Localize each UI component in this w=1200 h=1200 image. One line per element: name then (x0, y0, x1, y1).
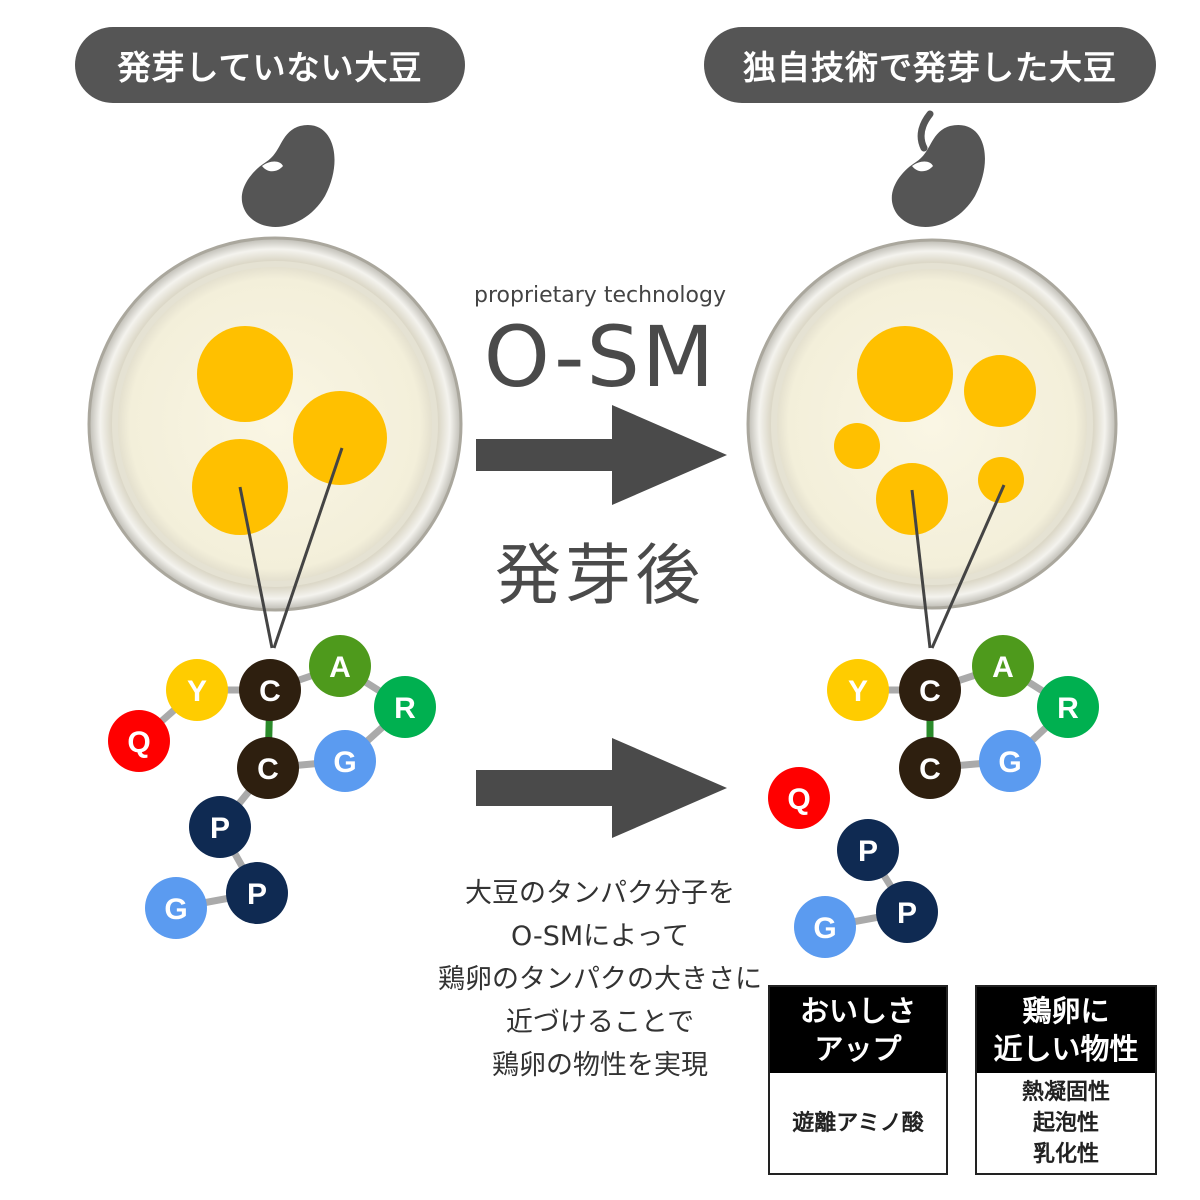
svg-text:Q: Q (127, 726, 150, 759)
svg-text:P: P (897, 897, 917, 930)
amino-acid-G: G (794, 896, 856, 958)
description-line: 鶏卵のタンパクの大きさに (438, 964, 762, 995)
amino-acid-C: C (899, 659, 961, 721)
amino-acid-C: C (239, 659, 301, 721)
description-line: O-SMによって (510, 921, 690, 952)
svg-text:A: A (992, 651, 1014, 684)
amino-acid-R: R (374, 676, 436, 738)
amino-acid-Y: Y (827, 659, 889, 721)
svg-text:Y: Y (848, 675, 868, 708)
amino-acid-Y: Y (166, 659, 228, 721)
amino-acid-G: G (979, 730, 1041, 792)
svg-text:P: P (210, 812, 230, 845)
svg-text:C: C (259, 675, 281, 708)
after-germination-label: 発芽後 (495, 537, 705, 614)
petri-dish-left (87, 236, 463, 649)
amino-acid-P: P (226, 862, 288, 924)
protein-particle (857, 326, 953, 422)
description-line: 大豆のタンパク分子を (465, 878, 735, 909)
protein-particle (197, 326, 293, 422)
amino-acid-A: A (972, 635, 1034, 697)
svg-text:G: G (998, 746, 1021, 779)
amino-acid-Q: Q (108, 710, 170, 772)
technology-subtitle: proprietary technology (474, 283, 726, 308)
svg-text:R: R (394, 692, 416, 725)
svg-text:A: A (329, 651, 351, 684)
benefit-title-line: おいしさ (799, 994, 916, 1028)
svg-text:C: C (257, 753, 279, 786)
technology-name: O-SM (483, 308, 717, 406)
label-pill-sprouted: 独自技術で発芽した大豆 (704, 27, 1156, 103)
benefit-box-taste: おいしさ アップ 遊離アミノ酸 (768, 985, 948, 1175)
amino-acid-A: A (309, 635, 371, 697)
protein-particle (978, 457, 1024, 503)
svg-text:P: P (858, 835, 878, 868)
svg-text:P: P (247, 878, 267, 911)
right-arrow-icon (476, 738, 727, 838)
right-arrow-icon (476, 405, 727, 505)
svg-text:R: R (1057, 692, 1079, 725)
sprouted-title: 独自技術で発芽した大豆 (743, 48, 1117, 87)
description-text: 大豆のタンパク分子を O-SMによって 鶏卵のタンパクの大きさに 近づけることで… (420, 872, 780, 1087)
svg-text:C: C (919, 675, 941, 708)
benefit-box-header: おいしさ アップ (770, 987, 946, 1073)
benefit-box-body: 熱凝固性 起泡性 乳化性 (977, 1073, 1155, 1173)
amino-acid-C: C (237, 737, 299, 799)
benefit-title-line: 近しい物性 (993, 1032, 1139, 1066)
amino-acid-G: G (314, 730, 376, 792)
benefit-title-line: 鶏卵に (1022, 994, 1110, 1028)
svg-text:Y: Y (187, 675, 207, 708)
soybean-icon (241, 124, 335, 227)
benefit-item: 遊離アミノ酸 (792, 1110, 924, 1136)
benefit-item: 乳化性 (1032, 1141, 1099, 1167)
label-pill-unsprouted: 発芽していない大豆 (75, 27, 465, 103)
svg-text:C: C (919, 753, 941, 786)
amino-acid-R: R (1037, 676, 1099, 738)
protein-particle (834, 423, 880, 469)
petri-dish-right (746, 238, 1118, 649)
amino-acid-P: P (189, 796, 251, 858)
sprouted-soybean-icon (891, 110, 985, 227)
amino-acid-P: P (837, 819, 899, 881)
protein-particle (964, 355, 1036, 427)
amino-acid-C: C (899, 737, 961, 799)
svg-text:Q: Q (787, 783, 810, 816)
amino-acid-Q: Q (768, 767, 830, 829)
unsprouted-title: 発芽していない大豆 (117, 48, 423, 87)
svg-text:G: G (333, 746, 356, 779)
benefit-box-properties: 鶏卵に 近しい物性 熱凝固性 起泡性 乳化性 (975, 985, 1157, 1175)
svg-text:G: G (164, 893, 187, 926)
amino-acid-P: P (876, 881, 938, 943)
svg-text:G: G (813, 912, 836, 945)
benefit-item: 熱凝固性 (1021, 1079, 1110, 1105)
protein-particle (293, 391, 387, 485)
description-line: 鶏卵の物性を実現 (492, 1050, 708, 1081)
benefit-box-body: 遊離アミノ酸 (770, 1073, 946, 1173)
benefit-box-header: 鶏卵に 近しい物性 (977, 987, 1155, 1073)
benefit-title-line: アップ (814, 1032, 902, 1066)
description-line: 近づけることで (505, 1007, 695, 1038)
benefit-item: 起泡性 (1032, 1110, 1099, 1136)
amino-acid-G: G (145, 877, 207, 939)
